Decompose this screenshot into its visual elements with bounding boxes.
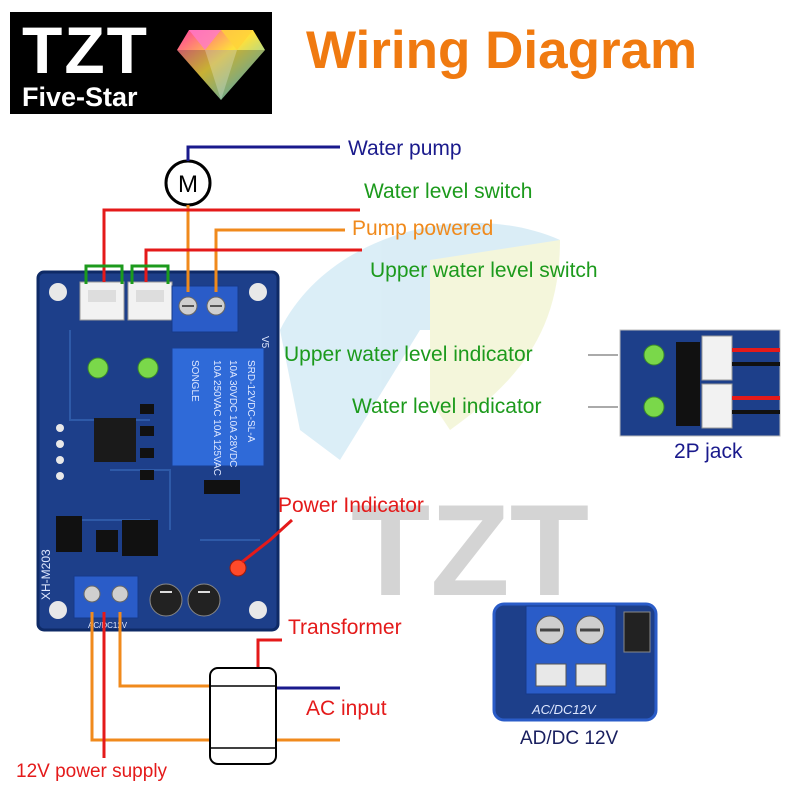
label-power-supply: 12V power supply: [16, 761, 168, 782]
brand-name: TZT: [22, 13, 149, 87]
label-ac-input: AC input: [306, 697, 387, 720]
relay-brand: SONGLE: [189, 360, 200, 402]
board-model: XH-M203: [39, 549, 53, 600]
control-board: SONGLE 10A 250VAC 10A 125VAC 10A 30VDC 1…: [36, 270, 280, 632]
diamond-icon: [177, 30, 265, 100]
label-ac-dc: AD/DC 12V: [520, 728, 619, 749]
label-water-level-switch: Water level switch: [364, 180, 533, 203]
motor-symbol-label: M: [178, 171, 198, 198]
terminal-inset: AC/DC12V: [492, 602, 658, 722]
label-upper-water-level-indicator: Upper water level indicator: [284, 343, 533, 366]
label-2p-jack: 2P jack: [674, 440, 743, 463]
label-water-level-indicator: Water level indicator: [352, 395, 542, 418]
board-terminal-print: AC/DC12V: [88, 621, 128, 630]
board-version: V5: [259, 336, 270, 349]
watermark-text: TZT: [351, 477, 589, 623]
label-upper-water-level-switch: Upper water level switch: [370, 259, 598, 282]
label-pump-powered: Pump powered: [352, 217, 494, 240]
label-water-pump: Water pump: [348, 137, 462, 160]
label-power-indicator: Power Indicator: [278, 494, 424, 517]
relay-text-2: 10A 250VAC 10A 125VAC: [211, 360, 222, 476]
relay-text-1: SRD-12VDC-SL-A: [245, 360, 256, 443]
relay-text-3: 10A 30VDC 10A 28VDC: [227, 360, 238, 467]
inset-terminal-print: AC/DC12V: [531, 702, 597, 717]
jack-inset: [619, 329, 781, 437]
brand-logo: TZT Five-Star: [10, 12, 272, 114]
page-title: Wiring Diagram: [306, 21, 698, 80]
brand-tagline: Five-Star: [22, 82, 138, 112]
transformer-symbol: [209, 667, 277, 765]
label-transformer: Transformer: [288, 616, 402, 639]
